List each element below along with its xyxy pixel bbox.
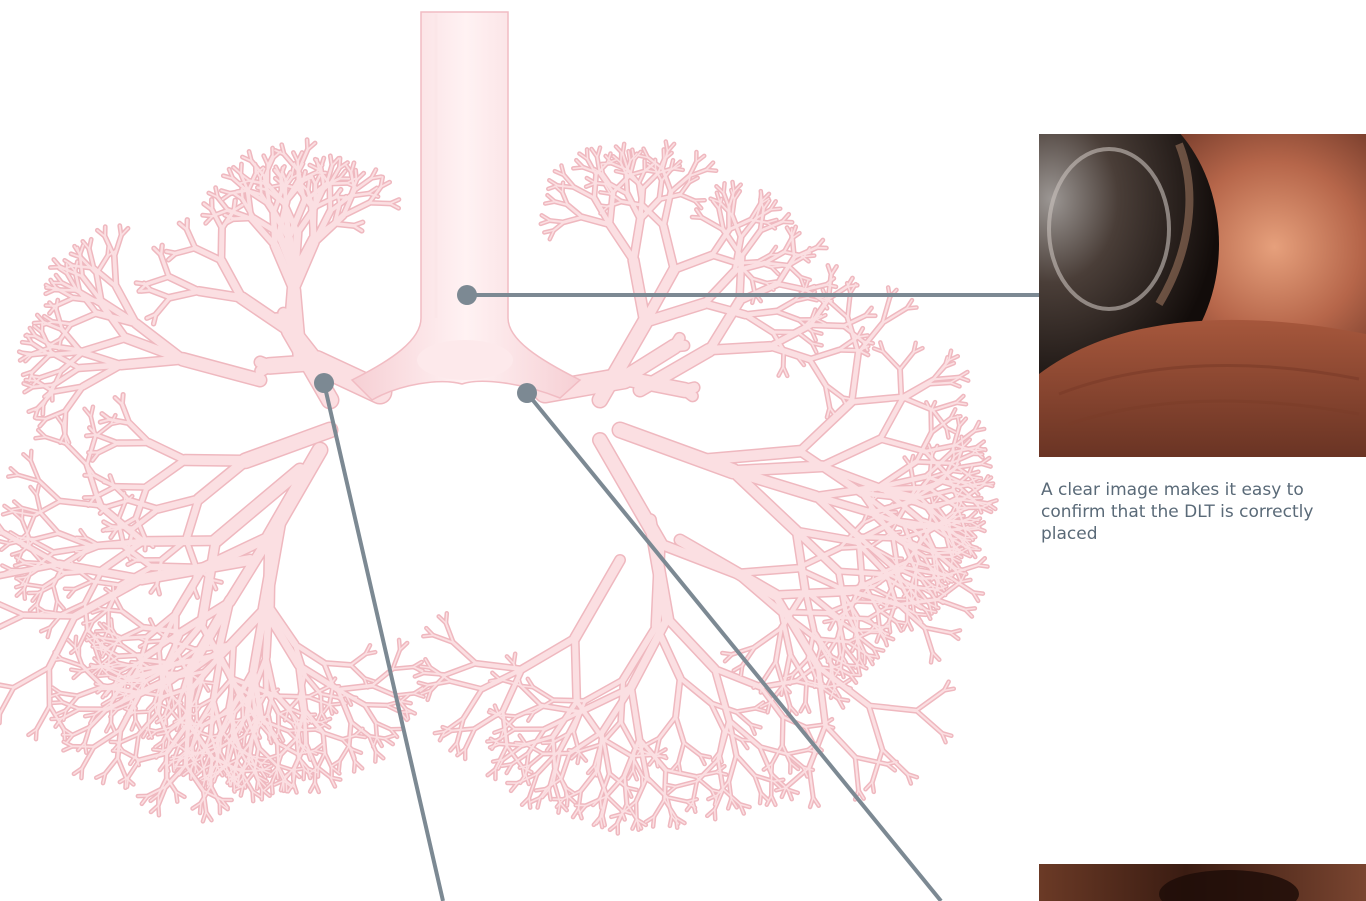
callout-dot [517,383,537,403]
image-caption: A clear image makes it easy to confirm t… [1041,479,1366,545]
callout-dot [457,285,477,305]
carina [417,340,513,380]
callout-dot [314,373,334,393]
leader-line [324,383,443,901]
callout-trachea [457,285,1039,305]
endoscopy-image-top [1039,134,1366,457]
endoscopy-image-bottom [1039,864,1366,901]
